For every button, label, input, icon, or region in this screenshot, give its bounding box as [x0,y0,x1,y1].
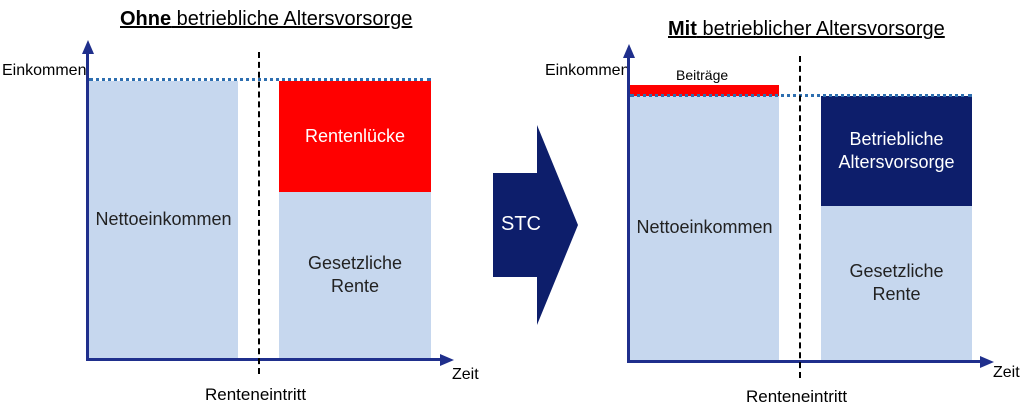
left-pension-gap-box: Rentenlücke [279,81,431,192]
right-y-axis [627,56,630,363]
left-x-axis-label: Zeit [452,366,479,383]
left-pension-gap-label: Rentenlücke [304,125,406,146]
right-net-income-box: Nettoeinkommen [630,96,779,360]
left-income-level-line [89,78,431,81]
right-x-axis [627,360,980,363]
left-title-rest: betriebliche Altersvorsorge [171,8,413,30]
stc-arrow-shape [493,125,578,325]
company-pension-box: Betriebliche Altersvorsorge [821,96,972,206]
right-y-axis-label: Einkommen [545,62,630,79]
left-retirement-label: Renteneintritt [205,385,307,404]
contributions-label: Beiträge [676,67,729,83]
left-x-axis-arrowhead [440,353,454,366]
left-x-axis [86,358,440,361]
company-pension-label: Betriebliche Altersvorsorge [838,128,955,172]
left-title: Ohne betriebliche Altersvorsorge [120,8,412,31]
left-retirement-line [258,52,260,374]
right-retirement-label: Renteneintritt [746,387,848,406]
right-state-pension-label: Gesetzliche Rente [849,260,944,304]
left-net-income-label: Nettoeinkommen [95,208,232,229]
left-y-axis-label: Einkommen [2,62,87,79]
stc-arrow-icon [493,125,578,325]
right-income-level-line [630,94,972,97]
right-y-axis-arrowhead [622,44,635,58]
right-x-axis-arrowhead [980,355,994,368]
right-x-axis-label: Zeit [993,364,1020,381]
right-retirement-line [799,56,801,378]
left-net-income-box: Nettoeinkommen [89,81,238,358]
right-title-bold: Mit [668,18,697,40]
right-title: Mit betrieblicher Altersvorsorge [668,18,945,41]
right-net-income-label: Nettoeinkommen [636,217,773,238]
left-state-pension-box: Gesetzliche Rente [279,192,431,358]
right-title-rest: betrieblicher Altersvorsorge [696,18,945,40]
contributions-bar [630,85,779,96]
left-state-pension-label: Gesetzliche Rente [307,252,403,296]
left-y-axis-arrowhead [81,40,94,54]
left-title-bold: Ohne [120,8,172,30]
stc-label: STC [501,213,541,235]
right-state-pension-box: Gesetzliche Rente [821,206,972,360]
left-y-axis [86,52,89,361]
